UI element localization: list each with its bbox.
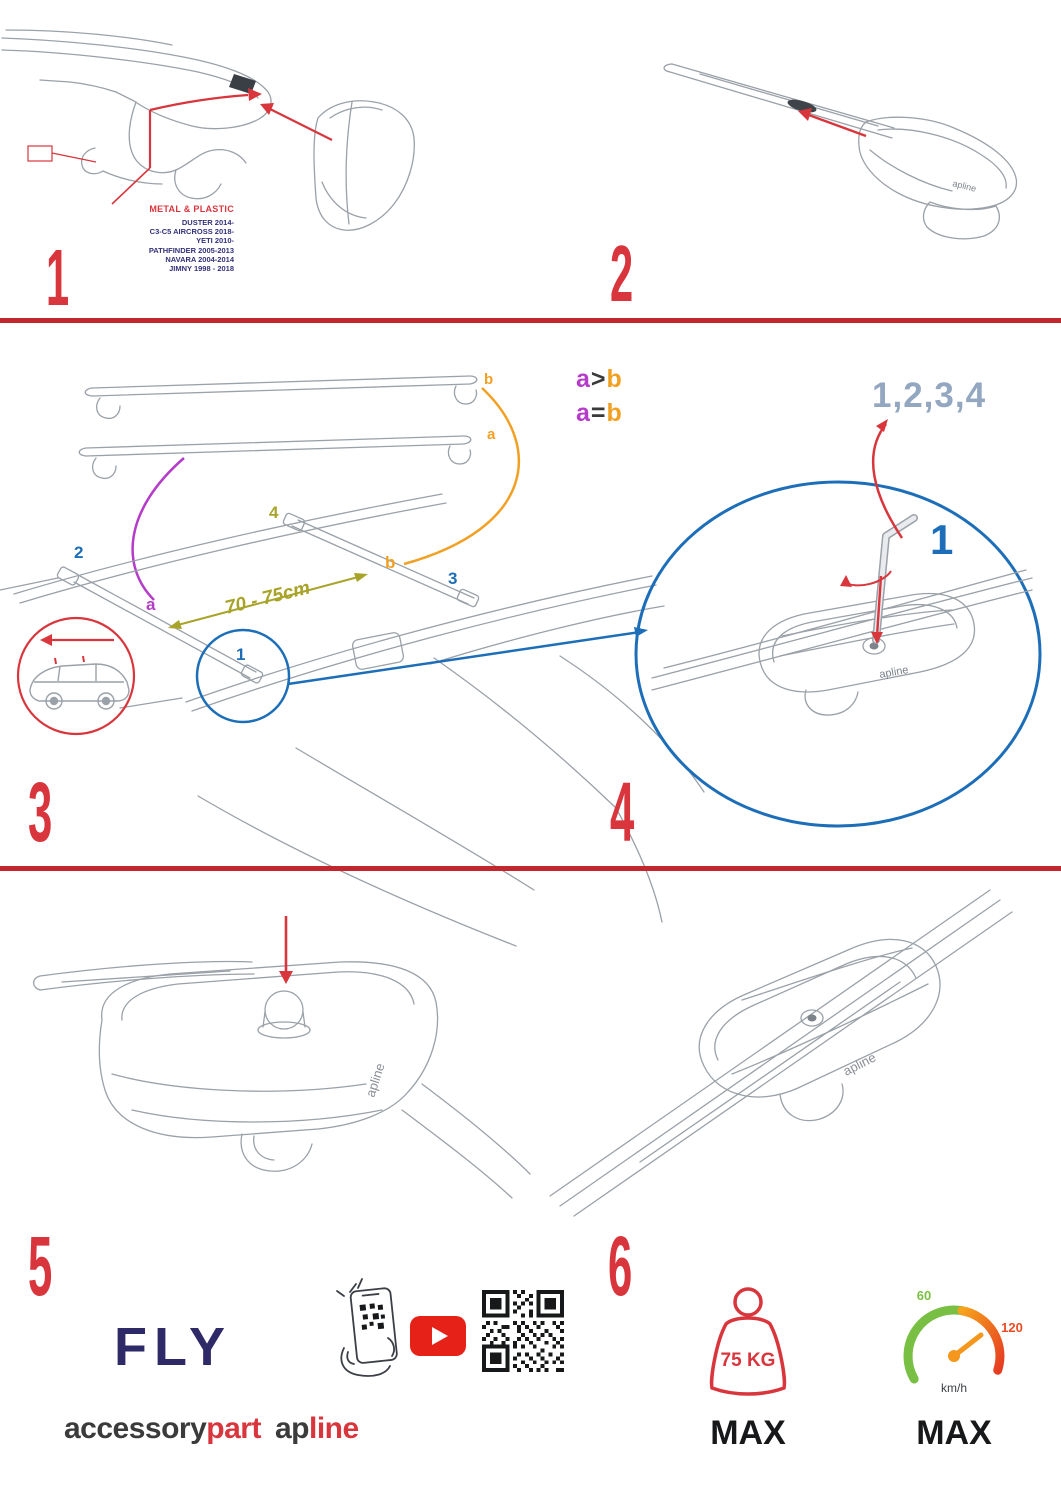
legend-b: b: [606, 365, 622, 393]
step3-car-roof-drawing: [0, 493, 705, 947]
legend-rule-greater: a>b: [576, 362, 622, 396]
spacing-legend: a>b a=b: [576, 362, 622, 430]
leader-b-curve: [403, 387, 521, 566]
qr-code: [482, 1290, 564, 1372]
step2-part-logo: apline: [952, 178, 978, 194]
roof-position-2: 2: [74, 543, 84, 562]
model-line: JIMNY 1998 - 2018: [169, 264, 234, 274]
brand-line: line: [309, 1412, 359, 1445]
max-load-label: MAX: [710, 1414, 786, 1452]
arrowhead: [798, 108, 812, 121]
middle-section-drawings: apline: [0, 375, 1042, 947]
section-divider: [0, 866, 1061, 871]
max-load-icon: 75 KG: [709, 1287, 787, 1396]
speed-high-label: 120: [1001, 1320, 1023, 1335]
model-line: NAVARA 2004-2014: [165, 254, 234, 264]
brand-part: part: [206, 1412, 261, 1445]
top-section-drawings: apline: [1, 29, 1018, 240]
step5-red-arrow: [279, 916, 293, 984]
model-line: DUSTER 2014-: [181, 218, 234, 227]
roof-position-4: 4: [269, 503, 279, 522]
legend-a: a: [576, 399, 590, 427]
arrowhead: [840, 575, 852, 587]
legend-op: >: [590, 365, 606, 393]
step2-number: 2: [610, 229, 634, 318]
zoom-connector-line: [287, 630, 641, 686]
step1-red-annotation-arrows: [27, 88, 333, 205]
step4-part-logo: apline: [878, 664, 909, 681]
section-divider: [0, 318, 1061, 323]
material-label: METAL & PLASTIC: [149, 204, 234, 214]
model-line: PATHFINDER 2005-2013: [148, 245, 234, 255]
model-line: C3-C5 AIRCROSS 2018-: [149, 227, 234, 237]
roof-label-a: a: [146, 595, 156, 614]
legend-b: b: [606, 399, 622, 427]
bar-label-a: a: [487, 426, 496, 443]
step4-number: 4: [610, 765, 635, 859]
brand-ap: ap: [274, 1412, 310, 1445]
arrowhead: [40, 634, 52, 646]
legend-a: a: [576, 365, 590, 393]
max-speed-label: MAX: [916, 1414, 992, 1452]
bar-label-b: b: [484, 371, 494, 388]
roof-position-1: 1: [236, 645, 246, 664]
step2-bar-drawing: apline: [663, 63, 1018, 240]
arrowhead: [260, 103, 274, 115]
step2-red-arrow: [798, 108, 867, 138]
speed-limit-icon: 60 120 km/h: [903, 1288, 1023, 1395]
model-line: YETI 2010-: [196, 236, 234, 246]
fly-wordmark: FLY: [114, 1317, 233, 1377]
bottom-section-drawings: apline apline: [32, 889, 1013, 1217]
step5-number: 5: [28, 1219, 53, 1313]
youtube-icon: [410, 1316, 466, 1356]
roof-label-b: b: [385, 553, 396, 572]
magnifier-circle: [634, 480, 1042, 828]
step6-foot-on-rail-drawing: apline: [549, 889, 1013, 1217]
arrowhead: [248, 88, 262, 101]
step3-number: 3: [28, 765, 53, 859]
position1-highlight-circle: [195, 628, 291, 724]
dimension-arrow: [168, 573, 368, 629]
brand-accessory: accessory: [64, 1412, 207, 1445]
step5-foot-cap-drawing: apline: [32, 960, 531, 1199]
step1-fit-list: METAL & PLASTIC DUSTER 2014- C3-C5 AIRCR…: [96, 204, 234, 273]
arrowhead: [876, 419, 888, 432]
speed-unit-label: km/h: [941, 1381, 967, 1395]
leader-a-curve: [131, 457, 185, 601]
max-load-value: 75 KG: [721, 1350, 776, 1371]
step3-crossbars-drawing: [78, 375, 478, 480]
legend-op: =: [590, 399, 606, 427]
legend-rule-equal: a=b: [576, 396, 622, 430]
step1-cover-piece-drawing: [313, 100, 415, 231]
phone-scan-icon: [336, 1278, 398, 1377]
step1-number: 1: [46, 233, 70, 322]
roof-position-3: 3: [448, 569, 458, 588]
step6-part-logo: apline: [841, 1050, 879, 1079]
speed-low-label: 60: [917, 1288, 931, 1303]
arrowhead: [871, 632, 883, 644]
step4-foot-closeup-drawing: apline: [651, 514, 1033, 716]
car-direction-inset: [16, 616, 136, 736]
arrowhead: [279, 971, 293, 984]
step6-number: 6: [608, 1219, 633, 1313]
step1-bar-assembly-drawing: [1, 29, 272, 200]
step4-red-annotations: [840, 419, 904, 644]
sequence-start-label: 1: [930, 516, 954, 563]
tighten-sequence: 1,2,3,4: [872, 376, 987, 415]
step1-callout-box: [27, 145, 53, 162]
step5-part-logo: apline: [363, 1061, 388, 1099]
